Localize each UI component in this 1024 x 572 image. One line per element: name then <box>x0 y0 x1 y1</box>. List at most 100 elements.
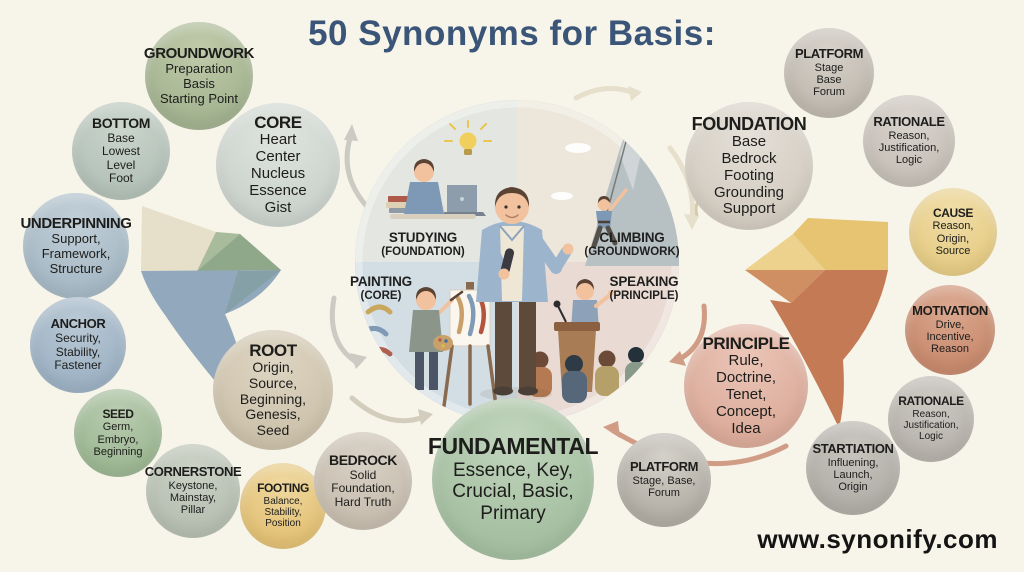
bubble-synonym: Forum <box>813 86 845 99</box>
bubble-synonym: Position <box>265 518 301 530</box>
bubble-synonym: Support <box>722 200 776 218</box>
bubble-synonym: Concept, <box>715 402 777 420</box>
bubble-synonym: Reason <box>931 343 969 356</box>
bubble-synonym: Structure <box>49 260 103 276</box>
bubble-synonym: Bedrock <box>721 149 777 167</box>
bubble-title: FUNDAMENTAL <box>427 432 599 459</box>
bubble-synonym: Base <box>731 132 767 150</box>
bubble-synonym: Fastener <box>54 358 102 373</box>
bubble-synonym: Level <box>106 157 136 172</box>
bubble-synonym: Logic <box>895 154 923 167</box>
bubble-synonym: Hard Truth <box>334 494 392 509</box>
bubble-title: ROOT <box>249 340 297 360</box>
microphone-icon <box>500 248 515 274</box>
palette-icon <box>433 335 453 351</box>
left-leaf-decoration <box>141 206 281 418</box>
center-illustration <box>355 100 679 424</box>
lightbulb-icon <box>444 120 492 155</box>
bubble-synonym: Origin <box>838 481 868 494</box>
scene-subtitle: (PRINCIPLE) <box>609 289 679 302</box>
bubble-synonym: Justification, <box>903 420 959 432</box>
scene-title: SPEAKING <box>609 274 679 289</box>
scene-label-speaking: SPEAKING (PRINCIPLE) <box>610 274 679 303</box>
bubble-synonym: Logic <box>919 431 943 443</box>
bubble-synonym: Framework, <box>41 246 111 262</box>
bubble-title: GROUNDWORK <box>143 44 255 62</box>
bubble-synonym: Essence, Key, <box>452 459 574 481</box>
bubble-title: MOTIVATION <box>912 303 988 319</box>
bubble-synonym: Launch, <box>833 469 873 482</box>
bubble-synonym: Pillar <box>180 504 206 517</box>
bubble-synonym: Tenet, <box>725 386 767 404</box>
bubble-synonym: Base <box>816 74 842 87</box>
page-title: 50 Synonyms for Basis: <box>308 14 716 53</box>
bubble-synonym: Incentive, <box>926 331 974 344</box>
bubble-synonym: Nucleus <box>250 165 306 183</box>
bubble-synonym: Foundation, <box>331 481 395 496</box>
bubble-synonym: Origin, <box>252 358 294 375</box>
bubble-title: PLATFORM <box>629 459 699 475</box>
bubble-synonym: Origin, <box>936 232 970 245</box>
bubble-title: RATIONALE <box>898 394 964 409</box>
bubble-title: ANCHOR <box>50 316 106 332</box>
bubble-synonym: Base <box>107 130 135 145</box>
bubble-synonym: Crucial, Basic, <box>452 481 574 503</box>
bubble-synonym: Preparation <box>165 61 233 77</box>
bubble-synonym: Seed <box>256 422 290 439</box>
bubble-title: CORE <box>254 113 302 133</box>
scene-label-studying: STUDYING (FOUNDATION) <box>381 230 464 259</box>
bubble-synonym: Support, <box>51 231 101 247</box>
bubble-synonym: Stage <box>814 61 844 74</box>
bubble-synonym: Doctrine, <box>715 369 777 387</box>
bubble-synonym: Drive, <box>935 318 965 331</box>
bubble-title: PRINCIPLE <box>702 334 790 354</box>
podium-microphone-icon <box>557 305 567 323</box>
bubble-title: FOUNDATION <box>691 113 807 134</box>
bubble-synonym: Reason, <box>888 129 930 142</box>
bubble-synonym: Source <box>935 244 971 257</box>
bubble-title: PLATFORM <box>794 46 864 62</box>
bubble-synonym: Reason, <box>932 220 974 233</box>
bubble-title: CORNERSTONE <box>144 464 242 480</box>
bubble-synonym: Germ, <box>102 421 134 434</box>
bubble-synonym: Solid <box>349 467 377 482</box>
painter-figure <box>409 287 464 390</box>
bubble-synonym: Rule, <box>728 352 764 370</box>
bubble-synonym: Justification, <box>878 142 940 155</box>
scene-title: STUDYING <box>388 230 458 245</box>
bubble-synonym: Primary <box>480 502 546 524</box>
bubble-synonym: Footing <box>723 166 775 184</box>
bubble-synonym: Reason, <box>912 408 950 420</box>
bubble-title: FOOTING <box>257 481 309 496</box>
bubble-synonym: Beginning, <box>239 390 307 407</box>
bubble-title: RATIONALE <box>873 114 945 130</box>
scene-title: CLIMBING <box>599 230 665 245</box>
bubble-title: BOTTOM <box>91 115 150 132</box>
bubble-synonym: Beginning <box>93 445 143 458</box>
bubble-synonym: Basis <box>183 76 215 92</box>
bubble-title: BEDROCK <box>329 451 397 468</box>
bubble-synonym: Stability, <box>264 507 302 519</box>
bubble-synonym: Center <box>255 148 301 166</box>
scene-title: PAINTING <box>350 274 412 289</box>
studying-scene <box>386 120 492 219</box>
bubble-synonym: Forum <box>648 487 680 500</box>
student-figure <box>404 159 444 214</box>
